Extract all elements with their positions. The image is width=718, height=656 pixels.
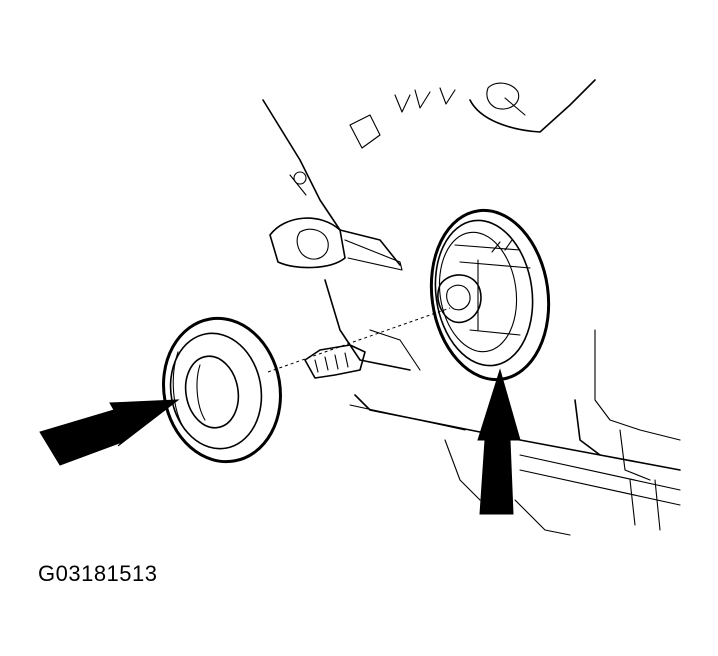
figure-code: G03181513 — [38, 561, 158, 586]
front-oil-seal — [162, 316, 282, 464]
crankshaft-pulley — [429, 208, 551, 382]
alignment-line — [267, 307, 451, 373]
crankshaft-snout — [304, 274, 482, 379]
arrow-up — [477, 368, 521, 515]
engine-block — [262, 79, 681, 536]
arrow-left — [39, 399, 180, 466]
